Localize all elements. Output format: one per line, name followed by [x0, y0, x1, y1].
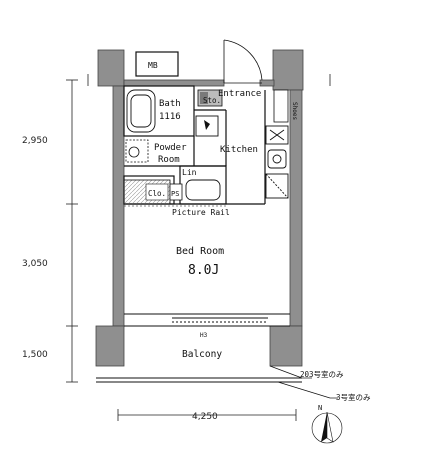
kitchen-fixtures: [265, 125, 289, 199]
balcony-label: Balcony: [182, 349, 222, 360]
bedroom-size-label: 8.0J: [188, 263, 219, 278]
clo-label: Clo.: [148, 189, 166, 198]
outer-walls: [95, 49, 304, 367]
balcony-window: [124, 313, 290, 327]
bath-size-label: 1116: [159, 112, 181, 122]
kitchen-label: Kitchen: [220, 145, 258, 155]
entrance-label: Entrance: [218, 89, 261, 99]
ps-label: PS: [171, 190, 179, 198]
lin-label: Lin: [182, 168, 197, 177]
bathtub: [126, 89, 156, 133]
h3-label: H3: [200, 332, 208, 339]
closet: Clo.: [123, 179, 171, 205]
north-label: N: [318, 404, 322, 412]
note-203-label: 203号室のみ: [300, 369, 344, 379]
balcony: [96, 377, 302, 383]
note-leaders: [269, 365, 338, 399]
sto-label: Sto.: [203, 96, 221, 105]
dimension-4250: 4,250: [192, 412, 218, 422]
bedroom-label: Bed Room: [176, 246, 224, 257]
entrance-door: [223, 39, 263, 84]
picture-rail: Picture Rail: [124, 205, 230, 217]
pipe-space: PS: [169, 183, 183, 201]
meter-box: MB: [135, 51, 179, 77]
dimension-2950: 2,950: [22, 136, 48, 146]
toilet: [195, 115, 219, 137]
dimension-3050: 3,050: [22, 259, 48, 269]
mb-label: MB: [148, 61, 158, 70]
shoes-label: Shoes: [291, 102, 298, 120]
shoes-cabinet: Shoes: [273, 89, 298, 123]
dimension-1500: 1,500: [22, 350, 48, 360]
powder-sink: [125, 139, 149, 163]
north-arrow-icon: N: [311, 404, 343, 444]
top-ticks: [87, 74, 331, 86]
powder-room-label: Room: [158, 155, 180, 165]
bottom-dimension-line: [117, 409, 297, 421]
left-dimension-line: [66, 79, 78, 383]
storage-cabinet: Sto.: [197, 89, 223, 107]
note-3-label: 3号室のみ: [336, 392, 371, 402]
bath-label: Bath: [159, 99, 181, 109]
powder-label: Powder: [154, 143, 187, 153]
washer: [185, 179, 221, 201]
picture-rail-label: Picture Rail: [172, 208, 230, 217]
